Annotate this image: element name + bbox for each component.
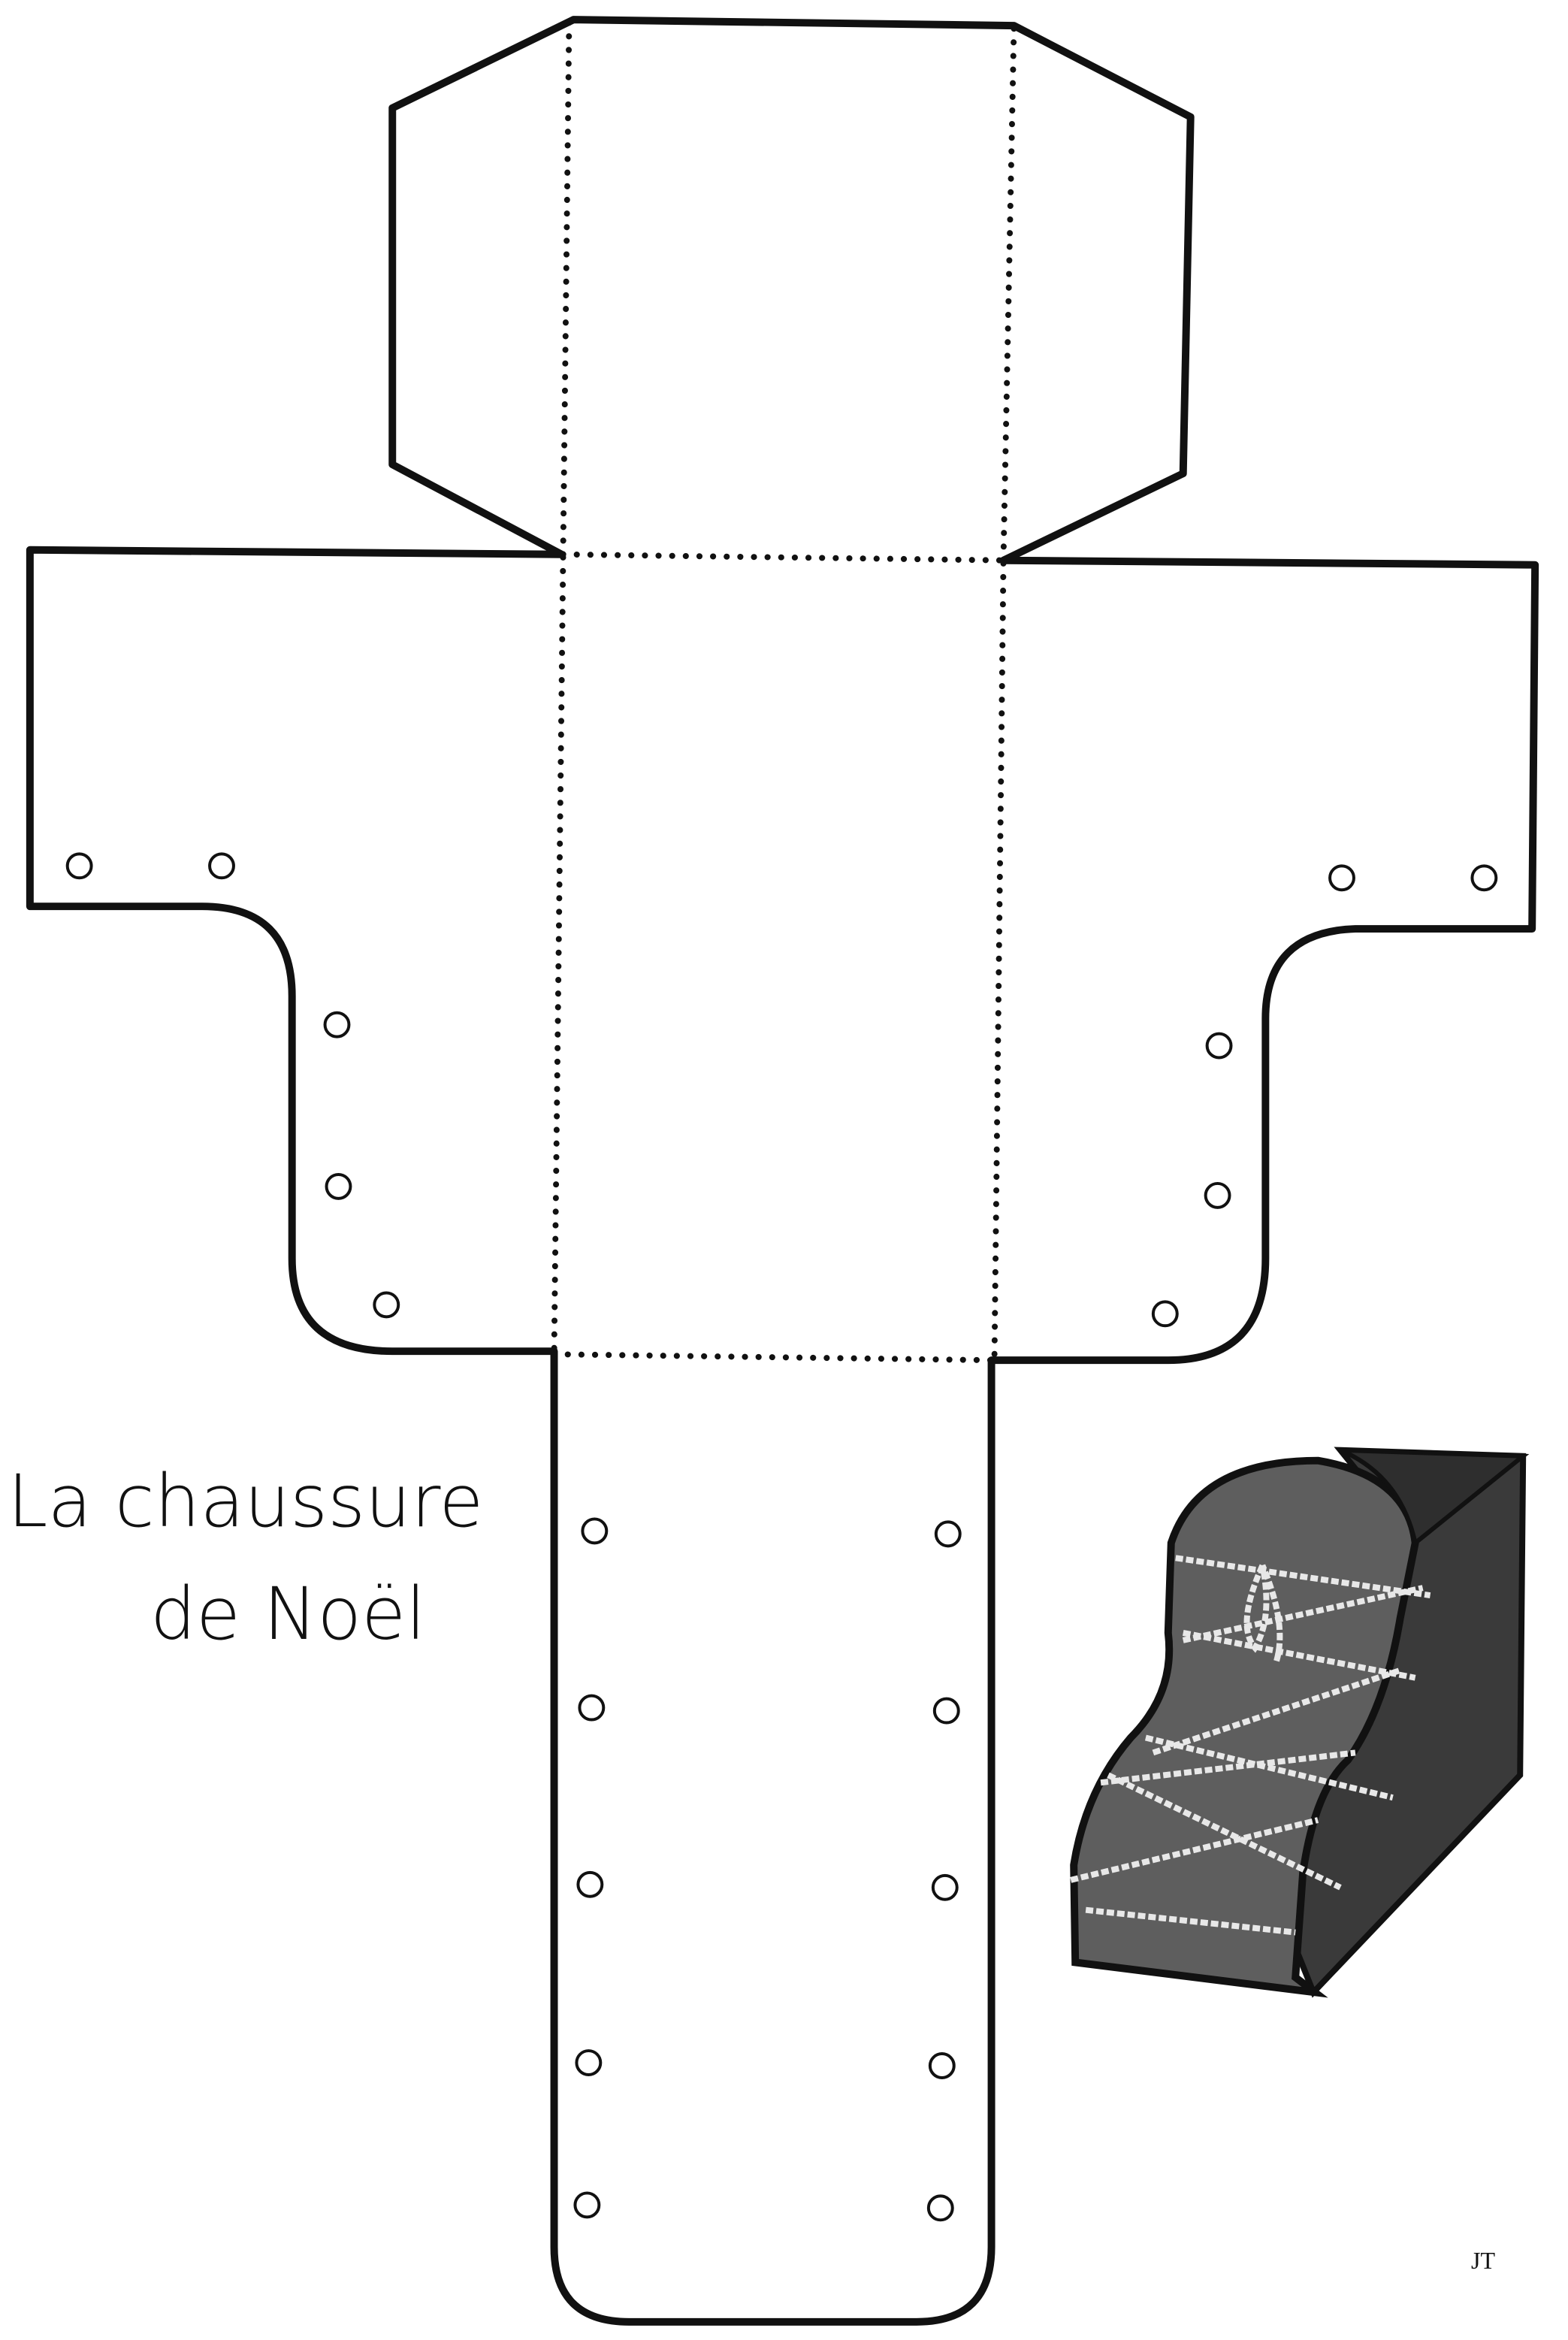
boot-illustration [1070,1447,1530,1998]
title-line-1: La chaussure [8,1459,484,1543]
boot-top [1339,1447,1530,1547]
author-initials: JT [1471,2247,1495,2274]
fold-lines [551,20,1017,1364]
boot-laces [1070,1555,1431,1936]
cut-outline [26,16,1539,2326]
title-line-2: de Noël [150,1572,426,1656]
lace-holes [65,852,1498,2222]
